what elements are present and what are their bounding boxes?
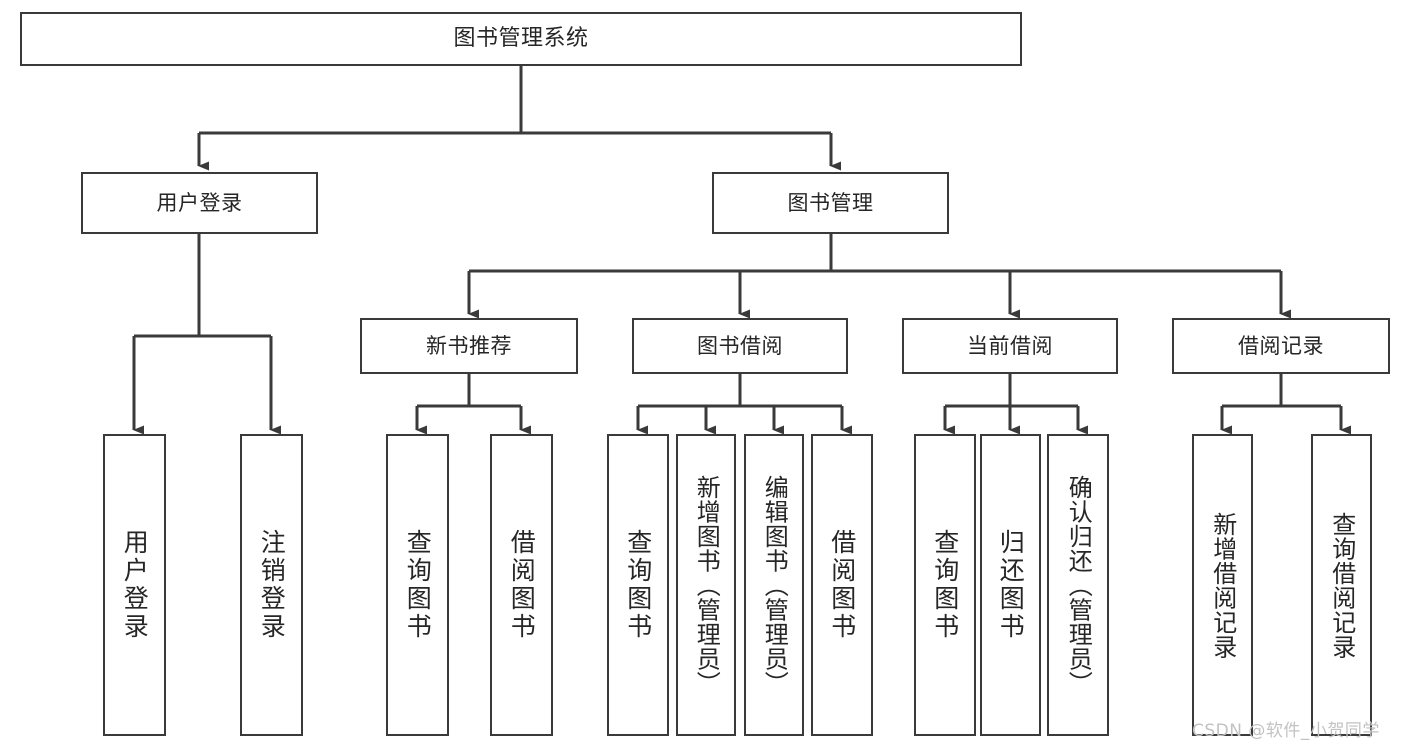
leaf-query-book-1-label: 查询图书 (403, 529, 433, 641)
leaf-query-book-2[interactable]: 查询图书 (607, 434, 669, 736)
leaf-confirm-return-label: 确认归还（管理员） (1064, 474, 1093, 696)
leaf-return-book-label: 归还图书 (996, 529, 1026, 641)
leaf-query-book-1[interactable]: 查询图书 (386, 434, 449, 736)
node-book-manage-label: 图书管理 (787, 190, 874, 215)
leaf-borrow-book-2[interactable]: 借阅图书 (811, 434, 873, 736)
node-book-borrow[interactable]: 图书借阅 (632, 318, 848, 374)
leaf-query-book-3-label: 查询图书 (930, 529, 960, 641)
leaf-edit-book[interactable]: 编辑图书（管理员） (744, 434, 804, 736)
node-new-book-rec-label: 新书推荐 (426, 333, 512, 358)
leaf-user-login[interactable]: 用户登录 (103, 434, 166, 736)
leaf-add-book[interactable]: 新增图书（管理员） (676, 434, 736, 736)
leaf-borrow-book-1[interactable]: 借阅图书 (490, 434, 553, 736)
node-book-borrow-label: 图书借阅 (697, 333, 783, 358)
leaf-logout-login-label: 注销登录 (257, 529, 287, 641)
leaf-edit-book-label: 编辑图书（管理员） (760, 474, 789, 696)
node-user-login[interactable]: 用户登录 (81, 172, 318, 234)
leaf-query-record-label: 查询借阅记录 (1327, 511, 1356, 659)
csdn-watermark: CSDN @软件_小贺同学 (1192, 721, 1380, 741)
leaf-add-record-label: 新增借阅记录 (1208, 511, 1237, 659)
node-book-manage[interactable]: 图书管理 (712, 172, 949, 234)
node-current-borrow-label: 当前借阅 (967, 333, 1053, 358)
leaf-confirm-return[interactable]: 确认归还（管理员） (1047, 434, 1109, 736)
node-root-label: 图书管理系统 (453, 26, 589, 52)
leaf-logout-login[interactable]: 注销登录 (240, 434, 303, 736)
leaf-user-login-label: 用户登录 (120, 529, 150, 641)
leaf-query-book-2-label: 查询图书 (623, 529, 653, 641)
node-borrow-record[interactable]: 借阅记录 (1172, 318, 1390, 374)
leaf-return-book[interactable]: 归还图书 (980, 434, 1041, 736)
leaf-borrow-book-1-label: 借阅图书 (507, 529, 537, 641)
leaf-add-record[interactable]: 新增借阅记录 (1192, 434, 1253, 736)
leaf-query-book-3[interactable]: 查询图书 (914, 434, 976, 736)
node-root[interactable]: 图书管理系统 (20, 12, 1022, 66)
node-borrow-record-label: 借阅记录 (1238, 333, 1324, 358)
leaf-add-book-label: 新增图书（管理员） (692, 474, 721, 696)
leaf-borrow-book-2-label: 借阅图书 (827, 529, 857, 641)
leaf-query-record[interactable]: 查询借阅记录 (1311, 434, 1372, 736)
node-new-book-rec[interactable]: 新书推荐 (360, 318, 578, 374)
node-current-borrow[interactable]: 当前借阅 (902, 318, 1118, 374)
node-user-login-label: 用户登录 (156, 190, 243, 215)
